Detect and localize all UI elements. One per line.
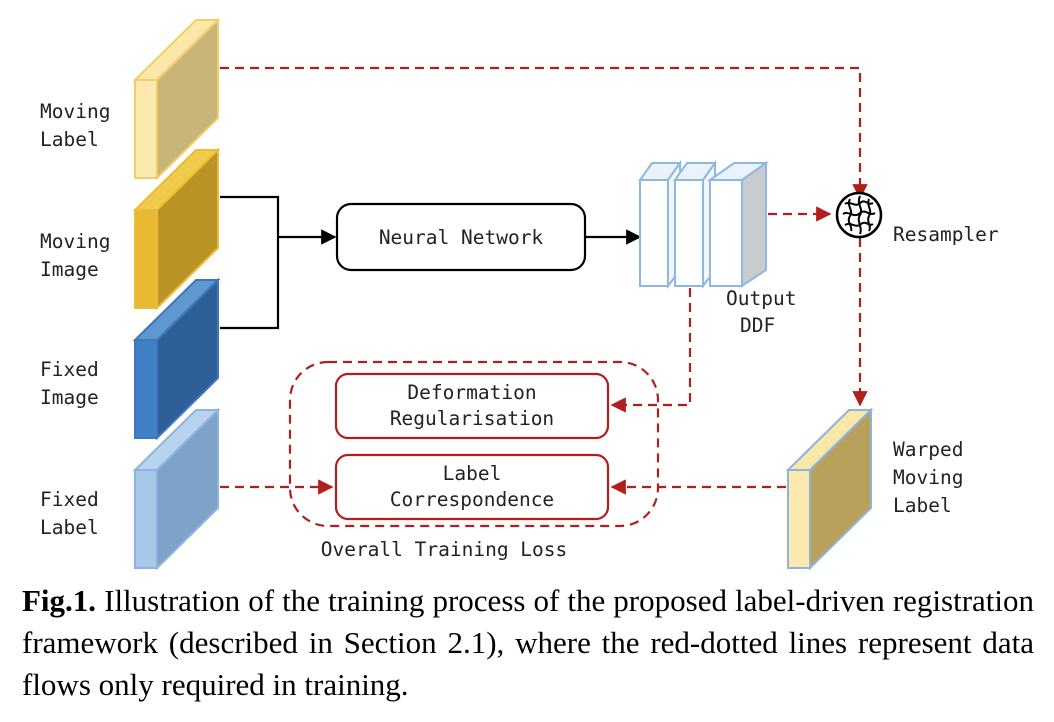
figure-caption: Fig.1. Illustration of the training proc… — [22, 580, 1034, 706]
warped-label-volume — [785, 407, 874, 571]
fixed-label-volume — [132, 407, 221, 571]
neural-network-label: Neural Network — [379, 226, 544, 249]
overall-loss-group — [288, 360, 660, 528]
neural-network-box — [335, 202, 587, 272]
fixed-image-volume — [132, 277, 221, 441]
figure-number: Fig.1. — [22, 583, 97, 618]
resampler-label: Resampler — [893, 223, 999, 246]
moving-image-volume — [132, 147, 221, 311]
resampler-icon — [835, 191, 883, 239]
training-flows — [220, 66, 868, 495]
moving-label-volume — [132, 17, 221, 181]
label-correspondence-box — [334, 453, 610, 521]
deformation-regularisation-box — [334, 372, 610, 440]
ddf-volume — [638, 159, 770, 289]
forward-flow — [220, 195, 642, 330]
caption-text: Illustration of the training process of … — [22, 583, 1034, 702]
overall-training-loss-label: Overall Training Loss — [321, 538, 568, 561]
